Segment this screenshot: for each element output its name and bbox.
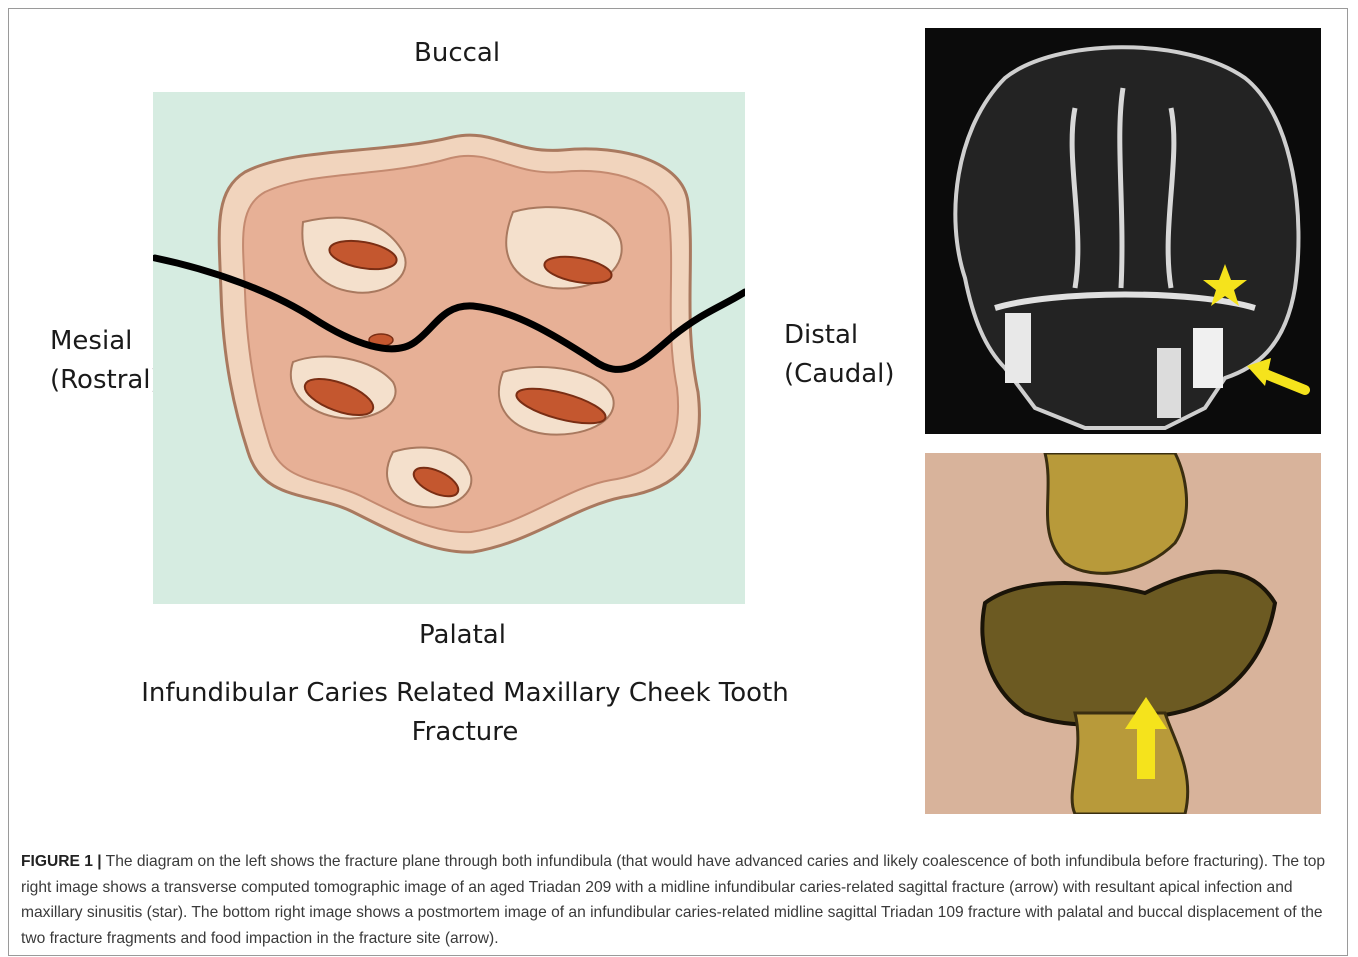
ct-tooth-right (1193, 328, 1223, 388)
caption-text: The diagram on the left shows the fractu… (21, 853, 1325, 947)
ct-image (925, 28, 1321, 434)
label-distal-line1: Distal (784, 316, 895, 355)
figure-caption: FIGURE 1 | The diagram on the left shows… (21, 849, 1337, 951)
label-mesial-line1: Mesial (50, 322, 161, 361)
ct-tooth-left (1005, 313, 1031, 383)
tooth-diagram-svg (153, 92, 745, 604)
label-distal: Distal (Caudal) (784, 316, 895, 394)
label-buccal: Buccal (414, 34, 500, 73)
caption-label: FIGURE 1 | (21, 853, 102, 870)
label-mesial-line2: (Rostral) (50, 361, 161, 400)
postmortem-photo-svg (925, 453, 1321, 814)
label-palatal: Palatal (419, 616, 506, 655)
ct-image-svg (925, 28, 1321, 434)
label-distal-line2: (Caudal) (784, 355, 895, 394)
ct-tooth-right-2 (1157, 348, 1181, 418)
diagram-title: Infundibular Caries Related Maxillary Ch… (130, 674, 800, 752)
tooth-diagram (153, 92, 745, 604)
label-mesial: Mesial (Rostral) (50, 322, 161, 400)
postmortem-photo (925, 453, 1321, 814)
